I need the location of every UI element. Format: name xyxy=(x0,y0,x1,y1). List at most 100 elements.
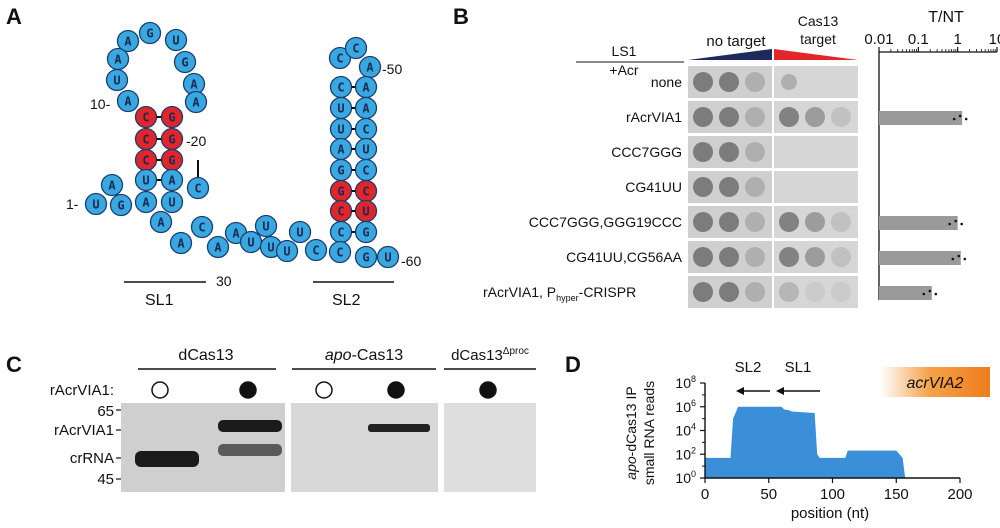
band-racrvia1 xyxy=(218,420,282,432)
phage-spot xyxy=(805,107,825,127)
sl1-label: SL1 xyxy=(145,292,174,309)
d-ytick-label: 102 xyxy=(675,445,696,462)
nucleotide-letter: C xyxy=(362,184,369,198)
tnt-datapoint xyxy=(963,257,967,261)
phage-spot xyxy=(719,72,739,92)
tnt-datapoint xyxy=(934,292,938,296)
nucleotide-letter: A xyxy=(108,178,116,192)
phage-spot xyxy=(805,282,825,302)
tnt-bar xyxy=(879,286,932,300)
col-target: target xyxy=(800,31,836,47)
nucleotide-letter: C xyxy=(142,132,149,146)
phage-spot xyxy=(693,177,713,197)
phage-spot xyxy=(831,282,851,302)
nucleotide-letter: C xyxy=(336,51,343,65)
linker-nucleotide xyxy=(169,231,193,255)
nucleotide-letter: C xyxy=(142,110,149,124)
nucleotide-letter: U xyxy=(262,219,269,233)
tnt-bar xyxy=(879,111,963,125)
tnt-datapoint xyxy=(928,289,932,293)
sl2-tail xyxy=(376,245,400,269)
sl1-loop-nucleotide xyxy=(138,21,162,45)
gel-lane-dproc xyxy=(444,403,536,492)
nucleotide-letter: A xyxy=(214,240,222,254)
d-xtick-label: 150 xyxy=(884,486,909,503)
nucleotide-letter: G xyxy=(117,198,124,212)
dilution-wedge-dark xyxy=(688,49,772,60)
band-label-racrvia1: rAcrVIA1 xyxy=(54,422,114,439)
tnt-datapoint xyxy=(948,222,951,226)
col-no-target: no target xyxy=(706,33,766,50)
sl2-tail xyxy=(328,240,352,264)
sl1-tail xyxy=(100,173,124,197)
nucleotide-letter: C xyxy=(362,122,369,136)
phage-spot xyxy=(745,212,765,232)
strain-label-1: rAcrVIA1 xyxy=(626,109,682,125)
plate-cas13-target xyxy=(774,136,858,168)
phage-spot xyxy=(745,107,765,127)
sl1-tail xyxy=(109,193,133,217)
ann-sl2: SL2 xyxy=(735,359,762,376)
nucleotide-letter: C xyxy=(194,181,201,195)
nt-label-10: 10- xyxy=(90,96,111,112)
phage-spot xyxy=(779,282,799,302)
phage-spot xyxy=(781,74,797,90)
ladder-45: 45 xyxy=(97,471,114,488)
gene-label: acrVIA2 xyxy=(907,375,964,392)
sl1-tail xyxy=(84,192,108,216)
phage-spot xyxy=(745,247,765,267)
present-marker xyxy=(239,381,257,399)
nucleotide-letter: C xyxy=(362,163,369,177)
phage-spot xyxy=(719,212,739,232)
nucleotide-letter: A xyxy=(337,142,345,156)
phage-spot xyxy=(745,177,765,197)
nt-label-30: 30 xyxy=(216,273,232,289)
d-xtick-label: 100 xyxy=(820,486,845,503)
subscript-hyper: hyper xyxy=(556,293,579,303)
phage-spot xyxy=(831,107,851,127)
nucleotide-letter: U xyxy=(142,173,149,187)
linker-nucleotide xyxy=(254,214,278,238)
phage-spot xyxy=(779,212,799,232)
nucleotide-letter: A xyxy=(157,215,165,229)
nucleotide-letter: C xyxy=(352,41,359,55)
phage-spot xyxy=(719,247,739,267)
linker-nucleotide xyxy=(288,220,312,244)
sl2-loop-nucleotide xyxy=(344,36,368,60)
nucleotide-letter: U xyxy=(296,225,303,239)
nucleotide-letter: U xyxy=(337,101,344,115)
phage-spot xyxy=(719,282,739,302)
tnt-datapoint xyxy=(951,257,955,261)
phage-spot xyxy=(693,142,713,162)
d-ytick-label: 104 xyxy=(675,422,696,439)
nucleotide-letter: G xyxy=(181,55,188,69)
plate-cas13-target xyxy=(774,276,858,308)
nucleotide-letter: G xyxy=(168,132,175,146)
sl1-loop-nucleotide xyxy=(116,29,140,53)
nt-label-20: -20 xyxy=(186,133,206,149)
gel-col-apo-cas13: apo-Cas13 xyxy=(325,347,403,364)
nt-label-60: -60 xyxy=(401,253,421,269)
sl2-tail xyxy=(354,245,378,269)
strain-label-4: CCC7GGG,GGG19CCC xyxy=(529,214,682,230)
tnt-datapoint xyxy=(958,114,962,118)
nucleotide-letter: G xyxy=(337,163,344,177)
sl1-loop-nucleotide xyxy=(116,89,140,113)
arrowhead-sl1 xyxy=(776,387,784,395)
nucleotide-letter: G xyxy=(168,153,175,167)
nucleotide-letter: A xyxy=(114,52,122,66)
band-crrna-faint xyxy=(218,444,282,456)
plate-cas13-target xyxy=(774,171,858,203)
phage-spot xyxy=(805,212,825,232)
linker-nucleotide xyxy=(206,235,230,259)
ann-sl1: SL1 xyxy=(785,359,812,376)
nucleotide-letter: U xyxy=(337,122,344,136)
sl1-loop-nucleotide xyxy=(173,50,197,74)
d-xlabel: position (nt) xyxy=(791,505,869,522)
strain-label-3: CG41UU xyxy=(625,179,682,195)
d-ytick-label: 100 xyxy=(675,469,696,486)
nucleotide-letter: U xyxy=(283,244,290,258)
